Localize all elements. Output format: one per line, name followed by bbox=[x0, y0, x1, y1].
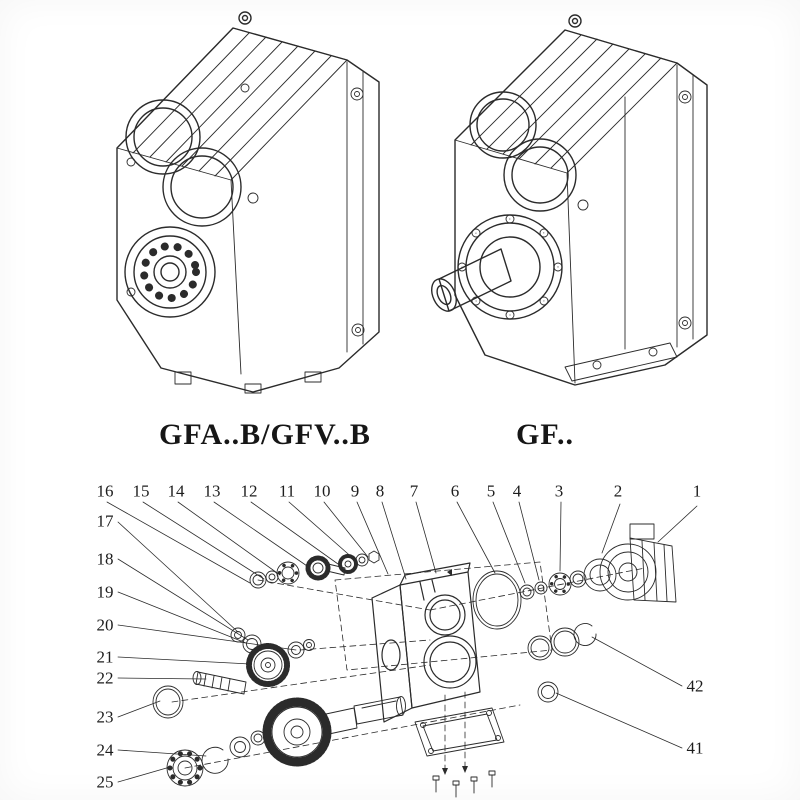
part-seal-ring bbox=[527, 635, 553, 661]
callout-14: 14 bbox=[167, 481, 185, 501]
eyebolt-hole bbox=[238, 11, 252, 25]
part-bearing-output bbox=[166, 749, 204, 787]
mounting-feet bbox=[174, 371, 322, 394]
callout-23: 23 bbox=[96, 707, 114, 727]
exploded-view-diagram bbox=[106, 501, 698, 798]
part-washer bbox=[230, 627, 246, 643]
side-mounting-strip bbox=[346, 61, 365, 353]
input-bore-upper bbox=[469, 91, 537, 159]
callout-4: 4 bbox=[512, 481, 522, 501]
part-gear-small bbox=[338, 554, 358, 574]
callout-41: 41 bbox=[686, 738, 704, 758]
callout-13: 13 bbox=[203, 481, 221, 501]
part-washer bbox=[229, 736, 251, 758]
part-large-ring bbox=[152, 685, 184, 719]
gearbox-drawing-gfab bbox=[116, 11, 380, 394]
output-flange bbox=[457, 214, 563, 320]
part-output-gear bbox=[262, 697, 332, 767]
part-bolts bbox=[432, 770, 496, 798]
part-bearing-small bbox=[276, 561, 300, 585]
part-motor bbox=[583, 523, 677, 603]
part-splined-shaft bbox=[192, 671, 247, 695]
callout-18: 18 bbox=[96, 549, 114, 569]
part-washer bbox=[265, 570, 279, 584]
part-oring bbox=[472, 570, 522, 630]
output-shaft bbox=[431, 248, 512, 312]
part-spacer-ring bbox=[569, 570, 587, 588]
housing-outline bbox=[454, 29, 708, 386]
part-washer bbox=[355, 553, 369, 567]
model-label-gf: GF.. bbox=[516, 418, 574, 451]
callout-9: 9 bbox=[350, 481, 360, 501]
callout-22: 22 bbox=[96, 668, 114, 688]
callout-25: 25 bbox=[96, 772, 114, 792]
part-cover-gasket bbox=[414, 707, 505, 757]
part-snap-ring bbox=[201, 746, 229, 774]
part-retaining-ring bbox=[249, 571, 267, 589]
part-circlip bbox=[519, 584, 535, 600]
housing-outline bbox=[116, 27, 380, 393]
callout-1: 1 bbox=[692, 481, 702, 501]
part-gear-intermediate bbox=[246, 643, 290, 687]
callout-16: 16 bbox=[96, 481, 114, 501]
callout-2: 2 bbox=[613, 481, 623, 501]
eyebolt-hole bbox=[568, 14, 582, 28]
part-washer bbox=[534, 581, 548, 595]
part-snap-ring bbox=[573, 623, 597, 646]
part-output-shaft bbox=[325, 696, 406, 735]
part-locknut bbox=[368, 550, 380, 564]
output-bearing bbox=[124, 226, 216, 318]
base-rail bbox=[564, 342, 678, 382]
callout-15: 15 bbox=[132, 481, 150, 501]
callout-17: 17 bbox=[96, 511, 114, 531]
callout-10: 10 bbox=[313, 481, 331, 501]
callout-8: 8 bbox=[375, 481, 385, 501]
part-spacer bbox=[287, 641, 305, 659]
callout-12: 12 bbox=[240, 481, 258, 501]
part-seal-ring bbox=[550, 627, 580, 657]
input-bore-lower bbox=[162, 147, 242, 227]
cooling-fins bbox=[454, 29, 678, 174]
input-bore-lower bbox=[503, 138, 577, 212]
model-label-gfab: GFA..B/GFV..B bbox=[159, 418, 371, 451]
input-bore-upper bbox=[125, 99, 201, 175]
callout-42: 42 bbox=[686, 676, 704, 696]
part-housing bbox=[371, 562, 481, 723]
callout-20: 20 bbox=[96, 615, 114, 635]
assembly-arrows bbox=[442, 569, 468, 775]
callout-11: 11 bbox=[278, 481, 296, 501]
callout-21: 21 bbox=[96, 647, 114, 667]
callout-3: 3 bbox=[554, 481, 564, 501]
callout-19: 19 bbox=[96, 582, 114, 602]
callout-6: 6 bbox=[450, 481, 460, 501]
leader-lines bbox=[106, 501, 698, 783]
part-bushing bbox=[537, 681, 559, 703]
callout-7: 7 bbox=[409, 481, 419, 501]
part-bearing-input bbox=[548, 572, 572, 596]
callout-24: 24 bbox=[96, 740, 114, 760]
callout-5: 5 bbox=[486, 481, 496, 501]
part-washer bbox=[303, 639, 315, 651]
side-mounting-strip bbox=[676, 64, 694, 348]
gearbox-drawing-gf bbox=[431, 14, 708, 386]
